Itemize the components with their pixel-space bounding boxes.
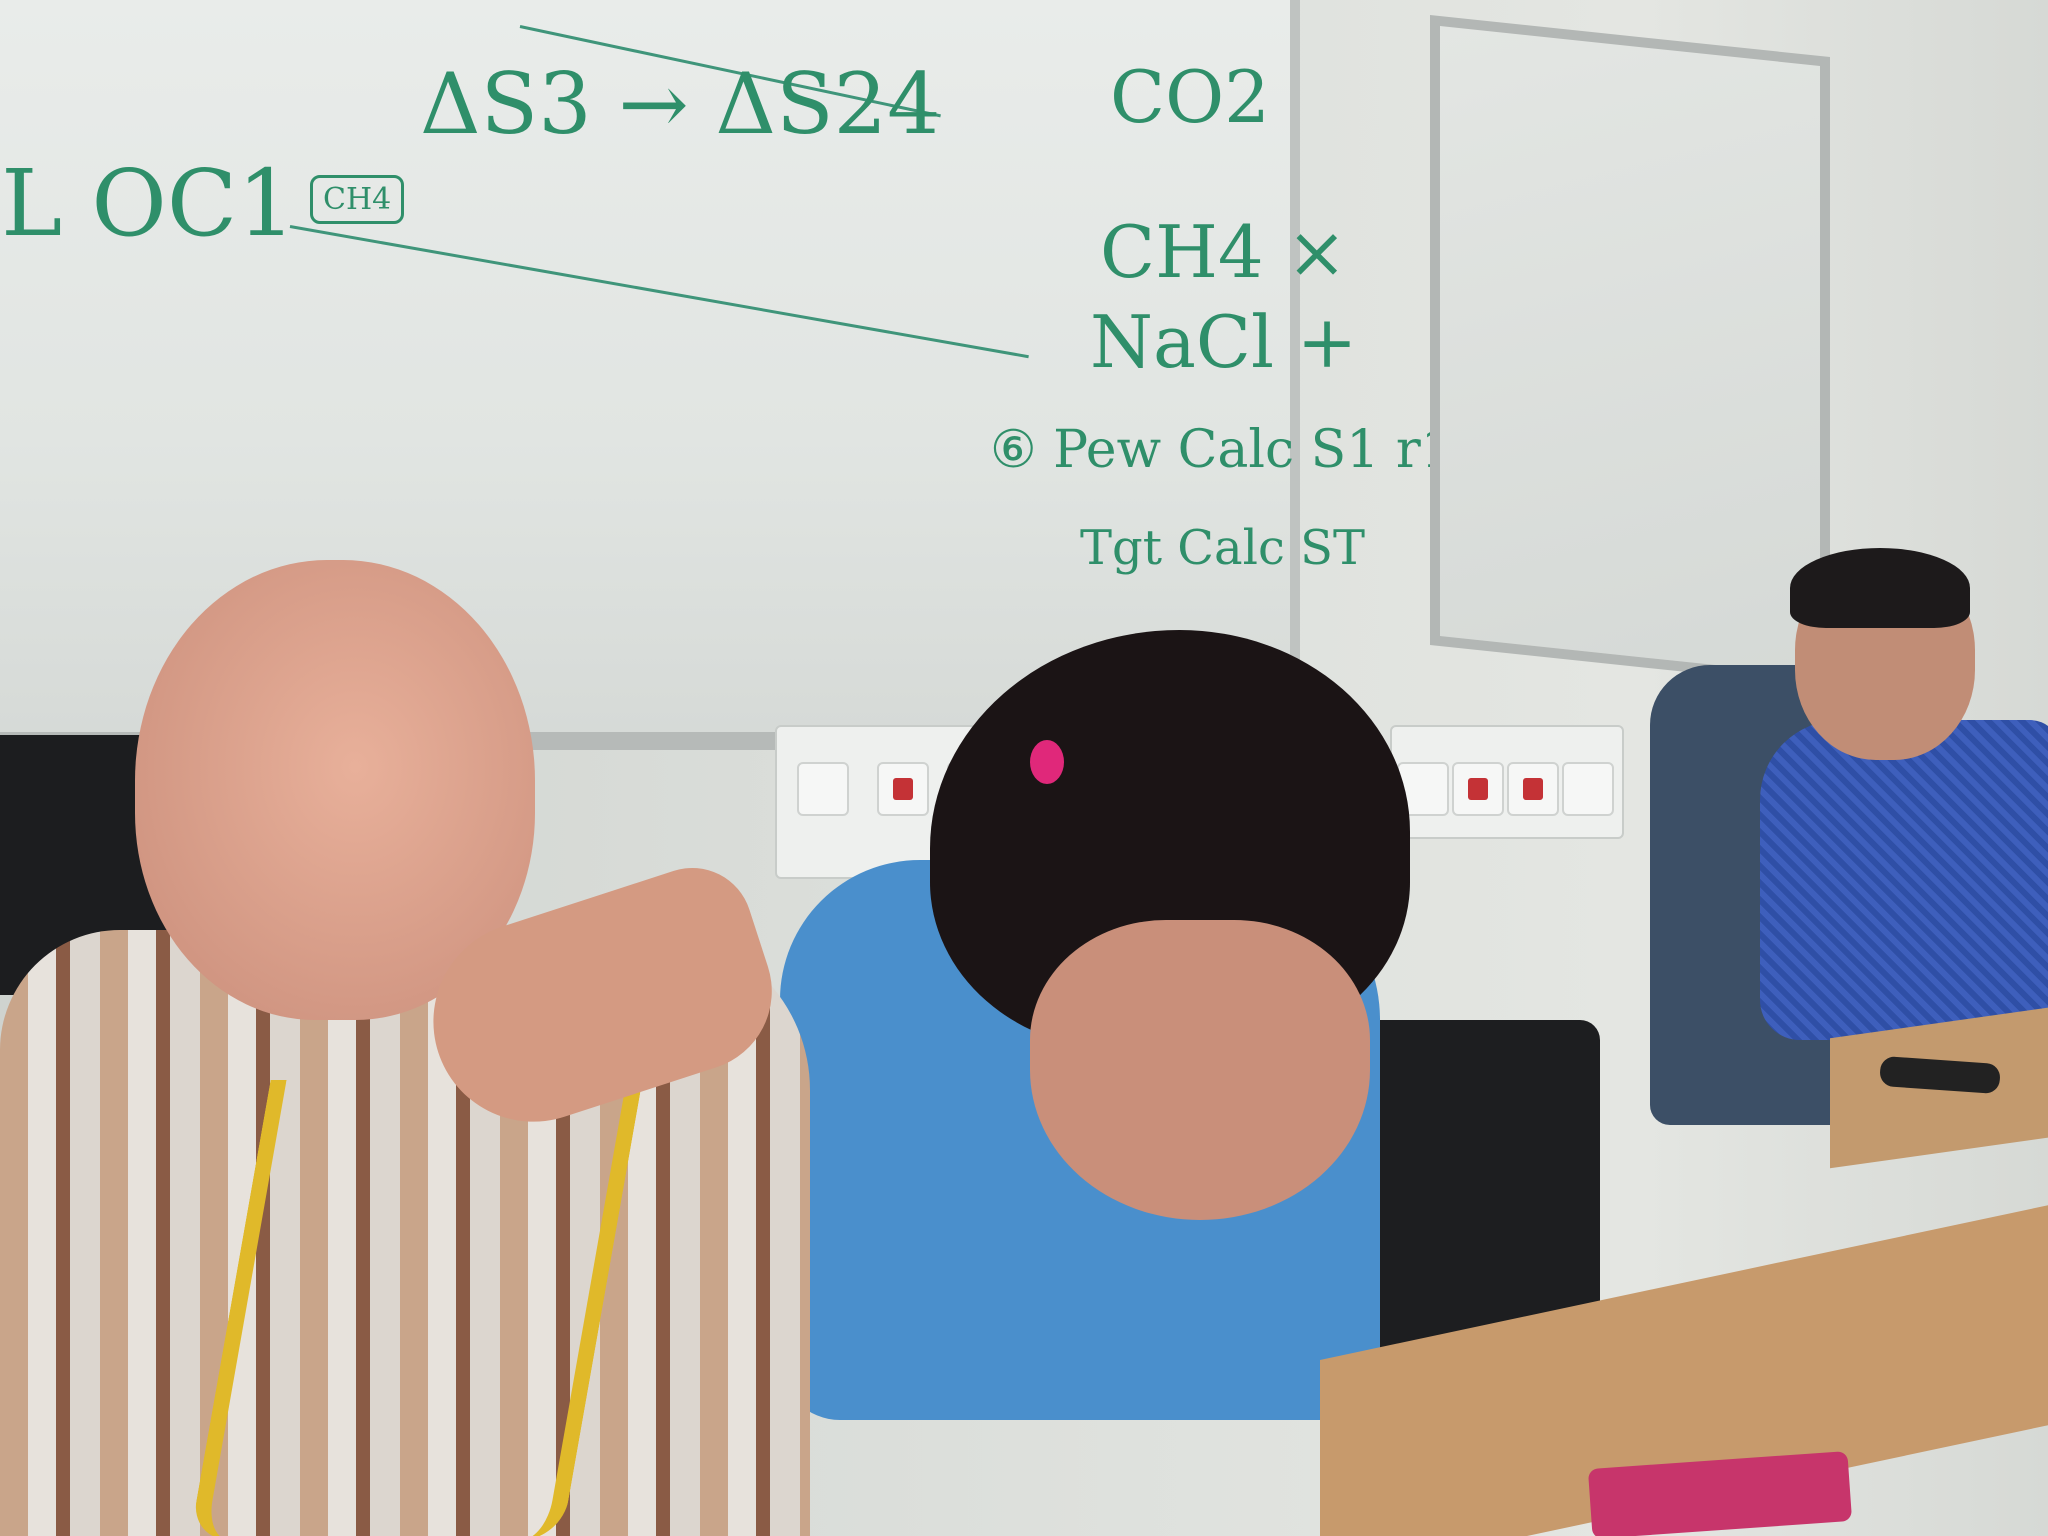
- board-text-nacl: NaCl +: [1090, 300, 1358, 384]
- power-socket-strip: [1390, 725, 1624, 839]
- board-text-delta-s: ΔS3 → ΔS24: [420, 55, 941, 153]
- board-text-loc1: -L OC1: [0, 150, 296, 257]
- socket-red: [877, 762, 929, 816]
- person-right-hair: [1790, 548, 1970, 628]
- board-box-ch4: CH4: [310, 175, 405, 224]
- side-whiteboard: [1430, 15, 1830, 688]
- person-right-shirt: [1760, 720, 2048, 1040]
- board-text-calc: ⑥ Pew Calc S1 r1: [990, 420, 1454, 480]
- socket-red: [1507, 762, 1559, 816]
- person-middle-hands: [1030, 920, 1370, 1220]
- socket: [1562, 762, 1614, 816]
- board-text-co2: CO2: [1110, 55, 1270, 139]
- board-curve-line: [289, 225, 1029, 359]
- main-whiteboard: -L OC1 ΔS3 → ΔS24 CH4 CO2 CH4 × NaCl + ⑥…: [0, 0, 1454, 750]
- person-left-head: [135, 560, 535, 1020]
- socket-red: [1452, 762, 1504, 816]
- hair-scrunchie: [1030, 740, 1064, 784]
- socket: [797, 762, 849, 816]
- board-text-ch4: CH4 ×: [1100, 210, 1347, 294]
- board-text-target: Tgt Calc ST: [1080, 520, 1366, 576]
